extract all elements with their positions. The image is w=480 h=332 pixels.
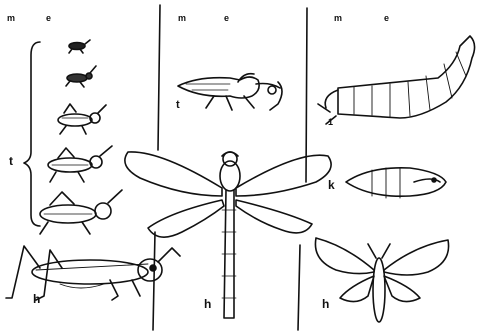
nymph-stage-5 [40, 190, 122, 234]
label-larva-mark: 1 [328, 118, 333, 127]
divider-right-lower [298, 245, 300, 330]
nymph-stage-2 [66, 66, 96, 87]
column-2-letter-e: e [224, 14, 229, 23]
label-nymph-brace: t [9, 155, 13, 167]
divider-left [158, 5, 160, 150]
pupa-chrysalis [346, 168, 446, 198]
stage-brace [24, 42, 40, 226]
column-3-letter-m: m [334, 14, 342, 23]
label-moth: h [322, 298, 329, 310]
label-pupa: k [328, 179, 335, 191]
label-dragonfly-nymph: t [176, 100, 180, 111]
nymph-stage-1 [69, 40, 90, 53]
column-1-letter-e: e [46, 14, 51, 23]
nymph-stage-4 [48, 146, 112, 182]
nymph-stage-3 [58, 104, 106, 134]
column-3-letter-e: e [384, 14, 389, 23]
dragonfly-adult [125, 152, 331, 318]
column-2-letter-m: m [178, 14, 186, 23]
label-grasshopper-adult: h [33, 293, 40, 305]
beetle-larva [318, 36, 475, 124]
label-dragonfly-adult: h [204, 298, 211, 310]
moth-adult [315, 238, 448, 322]
column-1-letter-m: m [7, 14, 15, 23]
dragonfly-nymph [178, 74, 282, 110]
